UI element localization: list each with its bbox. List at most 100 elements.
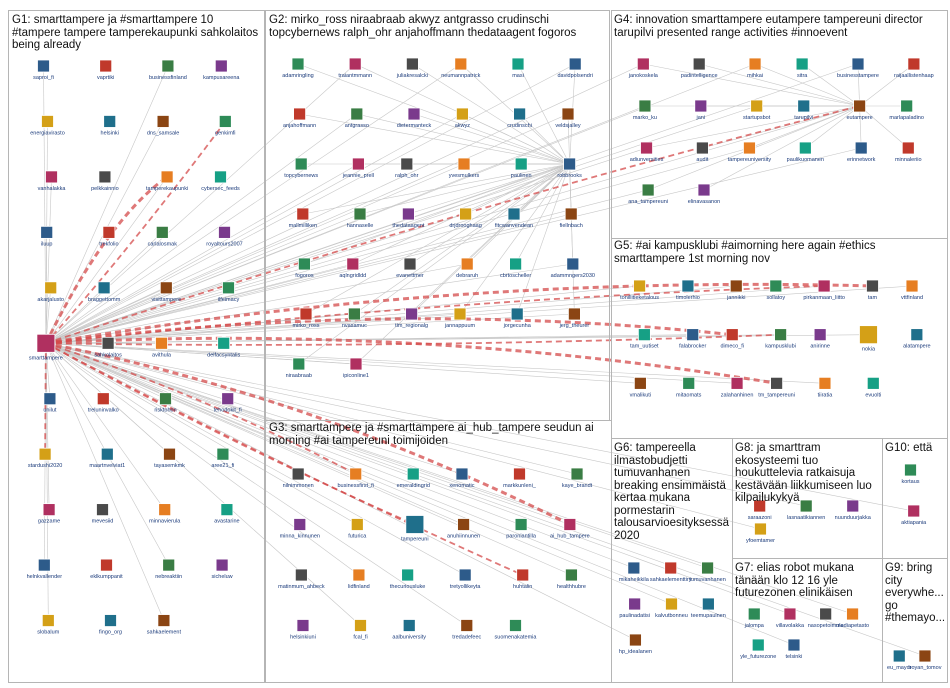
node-masi[interactable]: masi: [511, 57, 525, 79]
node-fingo-org[interactable]: fingo_org: [99, 614, 122, 636]
node-aalbuniversity[interactable]: aalbuniversity: [392, 619, 426, 641]
node-hannaselle[interactable]: hannaselle: [347, 207, 374, 229]
node-treluninvalko[interactable]: treluninvalko: [88, 392, 119, 414]
node-jani[interactable]: jani: [694, 99, 708, 121]
node-nokia[interactable]: nokia: [859, 325, 878, 353]
node-padintelligence[interactable]: padintelligence: [681, 57, 718, 79]
node-raijaallistenhaap[interactable]: raijaallistenhaap: [894, 57, 934, 79]
node-pirkanmaan-liitto[interactable]: pirkanmaan_liitto: [803, 279, 845, 301]
node-jannappuum[interactable]: jannappuum: [444, 307, 476, 329]
node-sitra[interactable]: sitra: [795, 57, 809, 79]
node-mihkai[interactable]: mihkai: [747, 57, 763, 79]
node-fitcwanvendean[interactable]: fitcwanvendean: [495, 207, 533, 229]
node-traiantmmann[interactable]: traiantmmann: [338, 57, 372, 79]
node-tim-regionalg[interactable]: tim_regionalg: [395, 307, 428, 329]
node-neumannpatrick[interactable]: neumannpatrick: [441, 57, 481, 79]
node-robbrooks[interactable]: robbrooks: [557, 157, 582, 179]
node-paulinadatisi[interactable]: paulinadatisi: [619, 597, 650, 619]
node-jannikki[interactable]: jannikki: [726, 279, 745, 301]
node-jorgecunha[interactable]: jorgecunha: [503, 307, 532, 329]
node-jeannie-prell[interactable]: jeannie_prell: [342, 157, 374, 179]
node-adammngers2030[interactable]: adammngers2030: [551, 257, 595, 279]
node-aree21-fi[interactable]: aree21_fi: [211, 447, 234, 469]
node-tam-uutiset[interactable]: tam_uutiset: [630, 328, 659, 350]
node-kortaus[interactable]: kortaus: [901, 463, 920, 485]
node-visittampere[interactable]: visittampere: [151, 281, 181, 303]
node-vmalikuti[interactable]: vmalikuti: [630, 376, 651, 398]
node-timolerhio[interactable]: timolerhio: [676, 279, 700, 301]
node-tayasemkmk[interactable]: tayasemkmk: [154, 447, 185, 469]
node-adamringling[interactable]: adamringling: [282, 57, 314, 79]
node-akarjalusto[interactable]: akarjalusto: [37, 281, 64, 303]
node-eu-mayor[interactable]: eu_mayor: [887, 649, 912, 671]
node-boyan-tomov[interactable]: boyan_tomov: [908, 649, 942, 671]
node-fiellnbach[interactable]: fiellnbach: [560, 207, 583, 229]
node-dietermanteck[interactable]: dietermanteck: [397, 107, 432, 129]
node-aktiapania[interactable]: aktiapania: [901, 504, 927, 526]
node-nasopetoimula[interactable]: nasopetoimula: [808, 607, 845, 629]
node-janokoskela[interactable]: janokoskela: [628, 57, 659, 79]
node-ralph-ohr[interactable]: ralph_ohr: [395, 157, 419, 179]
node-akwyz[interactable]: akwyz: [455, 107, 471, 129]
node-thecuriousluke[interactable]: thecuriousluke: [390, 568, 425, 590]
node-kaye-brandt[interactable]: kaye_brandt: [562, 467, 593, 489]
node-paroniantilla[interactable]: paroniantilla: [506, 518, 537, 540]
node-sahkaelement[interactable]: sahkaelement: [147, 614, 182, 636]
node-lidfinland[interactable]: lidfinland: [348, 568, 370, 590]
node-energiavirasto[interactable]: energiavirasto: [30, 115, 65, 136]
node-nuunduurjakka[interactable]: nuunduurjakka: [835, 499, 872, 521]
node-vanhalakka[interactable]: vanhalakka: [38, 170, 67, 192]
node-mallmilliken[interactable]: mallmilliken: [289, 207, 317, 229]
node-gazzame[interactable]: gazzame: [38, 503, 60, 525]
node-fcal-fi[interactable]: fcal_fi: [353, 619, 368, 641]
node-businessfirst-fi[interactable]: businessfirst_fi: [338, 467, 374, 489]
node-ipiconline1[interactable]: ipiconline1: [343, 357, 369, 379]
node-healthhubre[interactable]: healthhubre: [557, 568, 586, 590]
node-dns-samsale[interactable]: dns_samsale: [147, 115, 179, 136]
node-genkimfi[interactable]: genkimfi: [215, 115, 236, 136]
node-yvesmulkers[interactable]: yvesmulkers: [449, 157, 480, 179]
node-tarupilvi[interactable]: tarupilvi: [794, 99, 813, 121]
node-minnavierula[interactable]: minnavierula: [149, 503, 181, 525]
node-dimeco-fi[interactable]: dimeco_fi: [720, 328, 744, 350]
node-stardushi2020[interactable]: stardushi2020: [28, 447, 63, 469]
node-hp-idealanen[interactable]: hp_idealanen: [619, 633, 652, 655]
node-carlalosmak[interactable]: carlalosmak: [148, 225, 178, 247]
node-evanettmer[interactable]: evanettmer: [396, 257, 424, 279]
node-helsinkiuni[interactable]: helsinkiuni: [290, 619, 316, 641]
node-aqlngridldd[interactable]: aqlngridldd: [339, 257, 366, 279]
node-davidpolsendri[interactable]: davidpolsendri: [557, 57, 593, 79]
node-topcybernews[interactable]: topcybernews: [284, 157, 318, 179]
node-tredadefeec[interactable]: tredadefeec: [452, 619, 482, 641]
node-eklkumppanit[interactable]: eklkumppanit: [90, 558, 123, 580]
node-nebreaktiin[interactable]: nebreaktiin: [155, 558, 182, 580]
node-tam[interactable]: tam: [866, 279, 879, 301]
node-tamperekaupunki[interactable]: tamperekaupunki: [146, 170, 188, 192]
node-braggettomm[interactable]: braggettomm: [88, 281, 121, 303]
node-juliakresalcki[interactable]: juliakresalcki: [396, 57, 428, 79]
node-marko-ku[interactable]: marko_ku: [633, 99, 657, 121]
node-helnkvallender[interactable]: helnkvallender: [27, 558, 63, 580]
node-mevesiid[interactable]: mevesiid: [92, 503, 114, 525]
node-trekfolio[interactable]: trekfolio: [99, 225, 119, 247]
node-telsinki[interactable]: telsinki: [786, 638, 803, 660]
node-emeraldingrid[interactable]: emeraldingrid: [397, 467, 430, 489]
node-mitaomats[interactable]: mitaomats: [676, 376, 702, 398]
node-paulikuomanen[interactable]: paulikuomanen: [787, 141, 824, 163]
node-sollatoy[interactable]: sollatoy: [766, 279, 785, 301]
node-anjahoffmann[interactable]: anjahoffmann: [283, 107, 316, 129]
node-delfacsyntalis[interactable]: delfacsyntalis: [207, 336, 240, 358]
node-slobalum[interactable]: slobalum: [37, 614, 60, 636]
node-crudinschi[interactable]: crudinschi: [507, 107, 532, 129]
node-tampereuniversity[interactable]: tampereuniversity: [728, 141, 772, 163]
node-avastarine[interactable]: avastarine: [214, 503, 240, 525]
node-kampusareena[interactable]: kampusareena: [203, 59, 240, 81]
node-marlapaladino[interactable]: marlapaladino: [889, 99, 924, 121]
node-xenomatic[interactable]: xenomatic: [449, 467, 475, 489]
node-yle-futurezone[interactable]: yle_futurezone: [740, 638, 776, 660]
node-ana-tampereuni[interactable]: ana_tampereuni: [628, 183, 668, 205]
node-anuhiinnunen[interactable]: anuhiinnunen: [447, 518, 480, 540]
node-lasnaatikiannen[interactable]: lasnaatikiannen: [787, 499, 825, 521]
node-fogoros[interactable]: fogoros: [295, 257, 314, 279]
node-antgrasso[interactable]: antgrasso: [345, 107, 369, 129]
